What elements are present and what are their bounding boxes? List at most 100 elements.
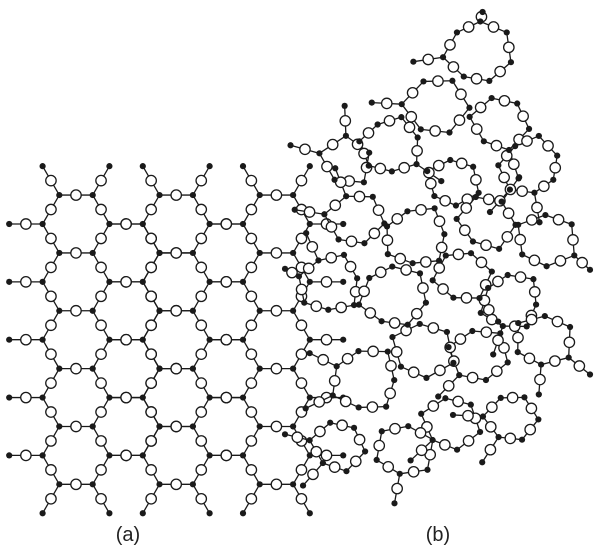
silicon-atom: [404, 208, 411, 215]
oxygen-atom: [270, 304, 283, 317]
silicon-atom: [355, 301, 363, 308]
silicon-atom: [384, 251, 391, 258]
oxygen-atom: [295, 377, 308, 389]
oxygen-atom: [341, 352, 354, 365]
oxygen-atom: [415, 203, 427, 216]
oxygen-atom: [195, 348, 208, 361]
silicon-atom: [290, 191, 297, 199]
oxygen-atom: [458, 224, 471, 237]
oxygen-atom: [270, 189, 283, 201]
silicon-atom: [89, 307, 96, 314]
oxygen-atom: [145, 174, 157, 187]
silicon-atom: [360, 179, 368, 186]
oxygen-atom: [45, 348, 57, 361]
oxygen-atom: [145, 290, 157, 303]
oxygen-atom: [45, 174, 57, 187]
oxygen-atom: [455, 88, 467, 101]
oxygen-atom: [306, 240, 319, 253]
silicon-atom: [287, 142, 294, 149]
silicon-atom: [532, 301, 540, 308]
silicon-atom: [410, 58, 417, 65]
oxygen-atom: [486, 401, 498, 414]
silicon-atom: [139, 452, 146, 459]
oxygen-atom: [317, 353, 330, 366]
silicon-atom: [538, 361, 545, 368]
oxygen-atom: [390, 346, 403, 358]
oxygen-atom: [398, 161, 411, 174]
oxygen-atom: [528, 254, 541, 267]
silicon-atom: [405, 423, 412, 430]
oxygen-atom: [195, 174, 208, 187]
silicon-atom: [256, 249, 263, 257]
silicon-atom: [290, 481, 297, 488]
oxygen-atom: [20, 449, 32, 462]
oxygen-atom: [434, 364, 446, 377]
silicon-atom: [189, 249, 196, 257]
silicon-atom: [443, 328, 450, 336]
oxygen-atom: [470, 173, 482, 186]
oxygen-atom: [427, 322, 440, 334]
silicon-atom: [503, 29, 510, 36]
silicon-atom: [303, 230, 310, 237]
silicon-atom: [333, 363, 340, 370]
silicon-atom: [39, 163, 46, 170]
silicon-atom: [417, 126, 424, 133]
silicon-atom: [498, 198, 505, 205]
oxygen-atom: [480, 326, 493, 339]
oxygen-atom: [429, 125, 442, 137]
silicon-atom: [485, 284, 492, 292]
silicon-atom: [504, 359, 511, 366]
silicon-atom: [566, 323, 574, 331]
oxygen-atom: [576, 256, 588, 269]
silicon-atom: [295, 273, 303, 280]
oxygen-atom: [414, 427, 427, 439]
oxygen-atom: [484, 443, 497, 456]
oxygen-atom: [245, 232, 258, 245]
oxygen-atom: [482, 193, 495, 206]
oxygen-atom: [501, 231, 514, 243]
oxygen-atom: [20, 333, 32, 346]
oxygen-atom: [45, 406, 57, 418]
silicon-atom: [256, 191, 263, 199]
oxygen-atom: [310, 300, 323, 313]
silicon-atom: [306, 220, 313, 228]
oxygen-atom: [326, 138, 339, 151]
silicon-atom: [586, 266, 594, 273]
silicon-atom: [398, 114, 405, 121]
oxygen-atom: [245, 319, 258, 332]
silicon-atom: [479, 413, 487, 420]
oxygen-atom: [427, 400, 440, 412]
oxygen-atom: [517, 110, 529, 123]
oxygen-atom: [314, 425, 326, 438]
oxygen-atom: [95, 348, 107, 361]
oxygen-atom: [145, 492, 157, 505]
silicon-atom: [515, 319, 522, 327]
oxygen-atom: [442, 379, 455, 392]
silicon-atom: [332, 165, 339, 172]
oxygen-atom: [444, 38, 456, 51]
oxygen-atom: [419, 256, 432, 268]
silicon-atom: [453, 446, 461, 453]
oxygen-atom: [95, 261, 107, 274]
silicon-atom: [355, 404, 362, 411]
silicon-atom: [450, 294, 457, 301]
silicon-atom: [156, 481, 163, 488]
oxygen-atom: [145, 406, 157, 418]
silicon-atom: [391, 500, 398, 507]
oxygen-atom: [487, 21, 500, 33]
oxygen-atom: [270, 362, 283, 375]
oxygen-atom: [407, 366, 420, 379]
silicon-atom: [239, 394, 247, 401]
silicon-atom: [356, 138, 363, 145]
oxygen-atom: [339, 395, 352, 408]
oxygen-atom: [145, 261, 157, 274]
silicon-atom: [409, 260, 416, 267]
silicon-atom: [340, 251, 348, 258]
silicon-atom: [341, 102, 348, 109]
oxygen-atom: [525, 313, 538, 326]
panel-b-amorphous-network: [281, 8, 594, 507]
oxygen-atom: [372, 204, 385, 217]
oxygen-atom: [95, 492, 107, 505]
oxygen-atom: [145, 377, 157, 389]
oxygen-atom: [145, 435, 157, 447]
